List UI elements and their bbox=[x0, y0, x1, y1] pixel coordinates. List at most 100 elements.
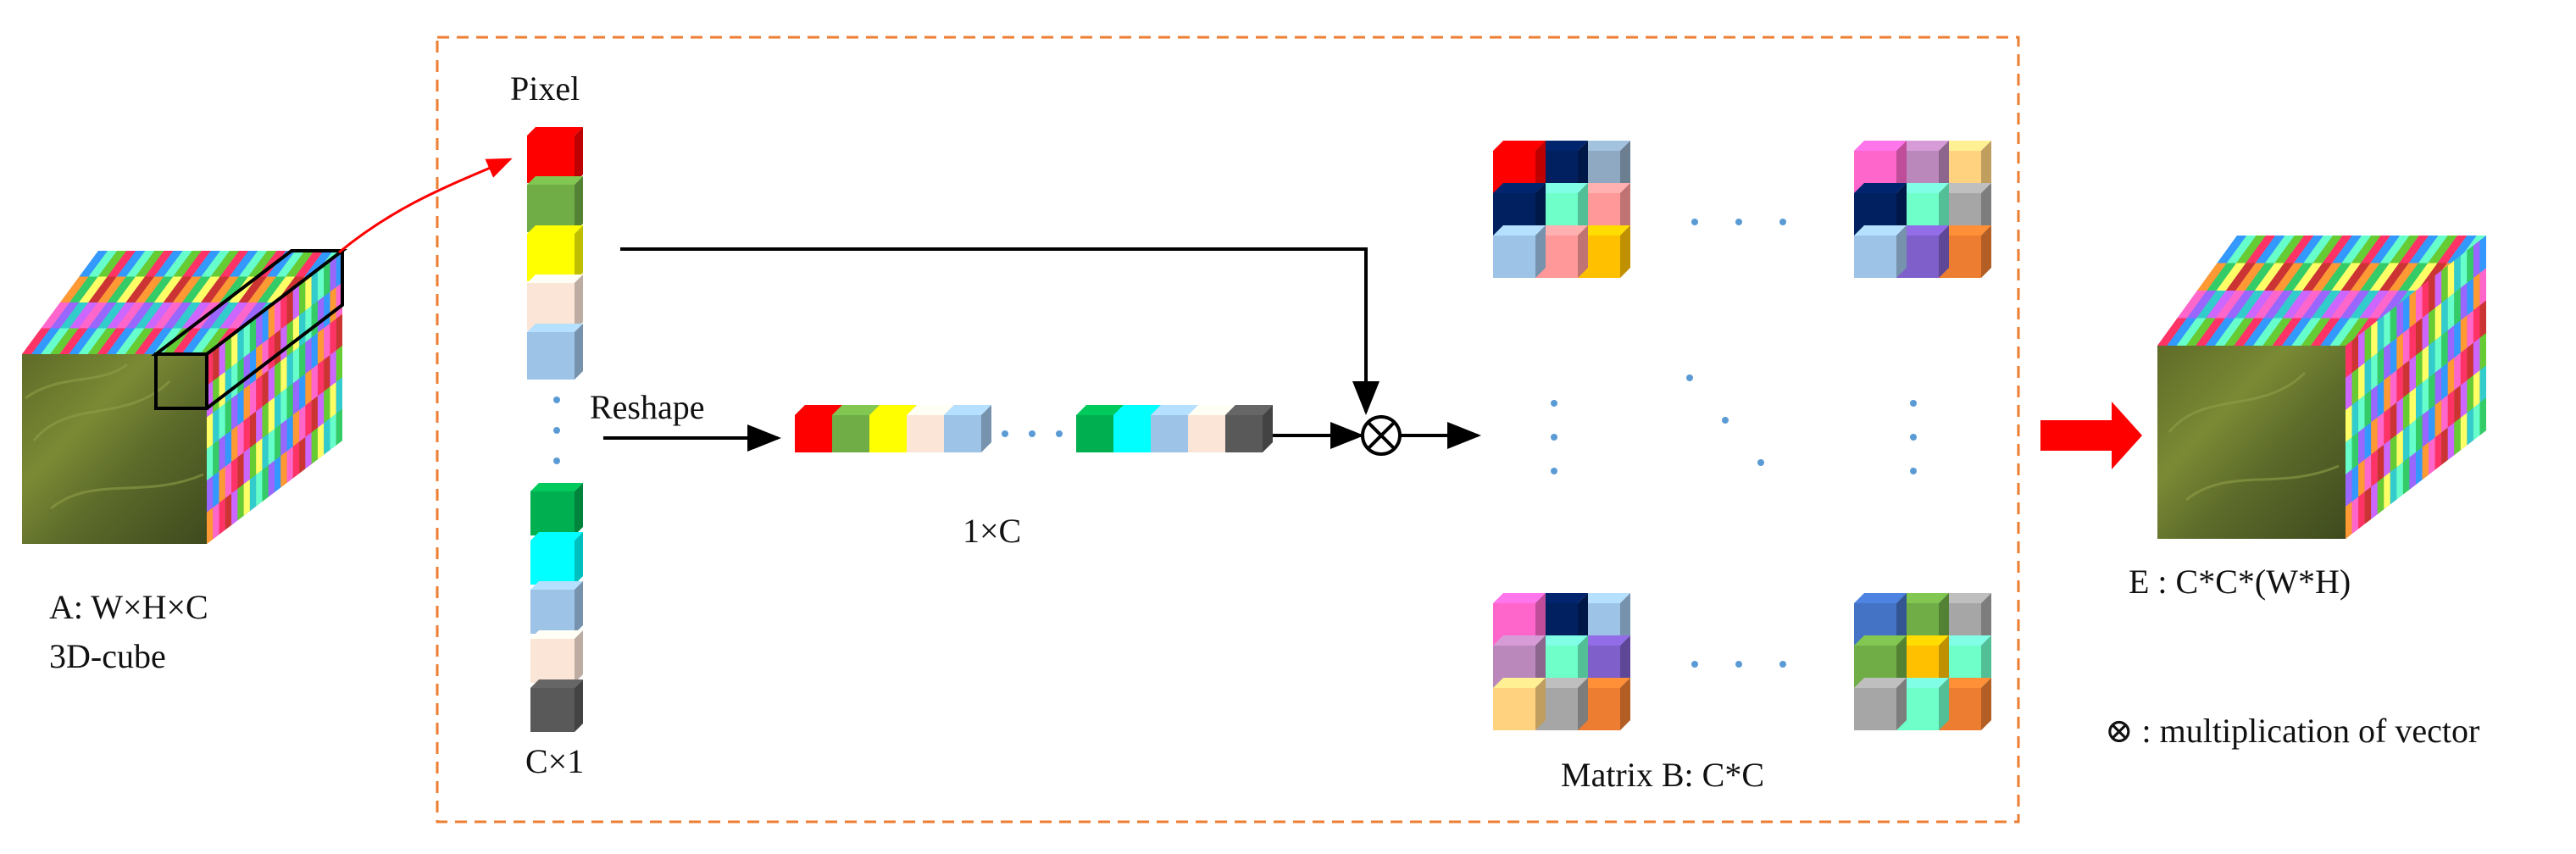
cube-stripe bbox=[336, 377, 342, 414]
cube-stripe bbox=[2437, 236, 2468, 263]
cube-stripe bbox=[336, 313, 342, 351]
cube-stripe bbox=[2473, 402, 2480, 441]
matrix-cell bbox=[1578, 183, 1630, 236]
cube-stripe bbox=[237, 484, 244, 521]
matrix-cell bbox=[1578, 141, 1630, 193]
cube-stripe bbox=[311, 301, 318, 338]
cube-stripe bbox=[2346, 469, 2352, 507]
cube-stripe bbox=[256, 343, 263, 380]
cube-stripe bbox=[2460, 347, 2468, 385]
column-cell bbox=[530, 581, 583, 634]
cube-stripe bbox=[243, 352, 250, 390]
cube-stripe bbox=[2273, 263, 2304, 291]
cube-stripe bbox=[2441, 395, 2448, 433]
cube-stripe bbox=[2467, 342, 2473, 380]
cube-stripe bbox=[256, 374, 263, 412]
cube-stripe bbox=[2434, 368, 2442, 406]
matrix-cell bbox=[1896, 141, 1949, 193]
cube-stripe bbox=[107, 276, 136, 302]
cube-stripe bbox=[2396, 397, 2403, 435]
matrix-cell bbox=[1493, 183, 1546, 236]
cube-stripe bbox=[2264, 263, 2294, 291]
cube-stripe bbox=[135, 251, 164, 277]
cube-stripe bbox=[182, 251, 211, 277]
cube-stripe bbox=[41, 328, 69, 354]
cube-stripe bbox=[2402, 360, 2410, 398]
cube-stripe bbox=[317, 296, 325, 333]
cube-stripe bbox=[219, 371, 225, 408]
cube-stripe bbox=[2364, 390, 2372, 428]
cube-stripe bbox=[231, 393, 238, 430]
cube-stripe bbox=[249, 316, 257, 353]
cube-stripe bbox=[2346, 341, 2352, 378]
cube-stripe bbox=[2358, 363, 2365, 401]
cube-stripe bbox=[2216, 263, 2246, 291]
cube-stripe bbox=[2454, 320, 2461, 358]
matrix-cell bbox=[1854, 141, 1907, 193]
cube-stripe bbox=[2460, 283, 2468, 321]
cube-stripe bbox=[2263, 291, 2294, 319]
c-times-1-label: C×1 bbox=[525, 742, 584, 780]
cube-stripe bbox=[299, 374, 306, 411]
column-cell bbox=[530, 630, 583, 683]
cube-stripe bbox=[317, 264, 325, 302]
cube-stripe bbox=[2460, 315, 2468, 353]
cube-stripe bbox=[2310, 318, 2340, 346]
cube-stripe bbox=[256, 407, 263, 443]
cube-stripe bbox=[336, 408, 342, 446]
pixel-vector-bottom bbox=[530, 483, 583, 732]
cube-stripe bbox=[299, 405, 306, 442]
cube-stripe bbox=[219, 251, 249, 277]
cube-stripe bbox=[292, 410, 300, 447]
matrix-cell bbox=[1493, 593, 1546, 646]
cube-stripe bbox=[295, 251, 324, 277]
cube-stripe bbox=[2454, 352, 2461, 391]
cube-stripe bbox=[60, 276, 89, 302]
cube-stripe bbox=[2360, 263, 2390, 291]
cube-stripe bbox=[2346, 502, 2352, 539]
cube-stripe bbox=[22, 328, 51, 354]
cube-stripe bbox=[275, 424, 281, 461]
cube-stripe bbox=[2176, 318, 2207, 346]
cube-stripe bbox=[229, 251, 258, 277]
column-cell bbox=[527, 176, 583, 232]
cube-stripe bbox=[336, 346, 342, 382]
cube-stripe bbox=[225, 335, 232, 372]
cube-stripe bbox=[125, 251, 155, 277]
cube-stripe bbox=[2473, 370, 2480, 408]
cube-stripe bbox=[2282, 291, 2312, 319]
cube-stripe bbox=[201, 276, 230, 302]
cube-stripe bbox=[154, 251, 183, 277]
matrix-cell bbox=[1896, 593, 1949, 646]
cube-stripe bbox=[219, 302, 248, 329]
cube-stripe bbox=[2253, 291, 2284, 319]
cube-stripe bbox=[231, 362, 238, 399]
cube-stripe bbox=[280, 292, 287, 330]
cube-stripe bbox=[69, 276, 98, 302]
cube-stripe bbox=[163, 302, 192, 329]
cube-stripe bbox=[2341, 236, 2372, 263]
cube-stripe bbox=[286, 288, 293, 325]
cube-stripe bbox=[262, 433, 269, 470]
cube-stripe bbox=[106, 328, 136, 354]
cube-stripe bbox=[257, 276, 286, 302]
cube-stripe bbox=[2235, 291, 2265, 319]
cube-stripe bbox=[2339, 318, 2369, 346]
column-cell bbox=[530, 679, 583, 732]
cube-stripe bbox=[2312, 263, 2342, 291]
cube-stripe bbox=[2254, 263, 2285, 291]
cube-stripe bbox=[210, 276, 239, 302]
cube-stripe bbox=[2293, 236, 2323, 263]
cube-stripe bbox=[2377, 412, 2384, 450]
cube-stripe bbox=[2332, 236, 2362, 263]
cube-stripe bbox=[2265, 236, 2295, 263]
column-ellipsis bbox=[553, 396, 560, 464]
cube-stripe bbox=[2303, 236, 2334, 263]
cube-stripe bbox=[266, 276, 296, 302]
cube-stripe bbox=[2320, 318, 2351, 346]
cube-stripe bbox=[2434, 270, 2442, 308]
cube-stripe bbox=[2467, 408, 2473, 446]
cube-stripe bbox=[2207, 263, 2237, 291]
cube-stripe bbox=[311, 364, 318, 402]
cube-stripe bbox=[2283, 263, 2313, 291]
